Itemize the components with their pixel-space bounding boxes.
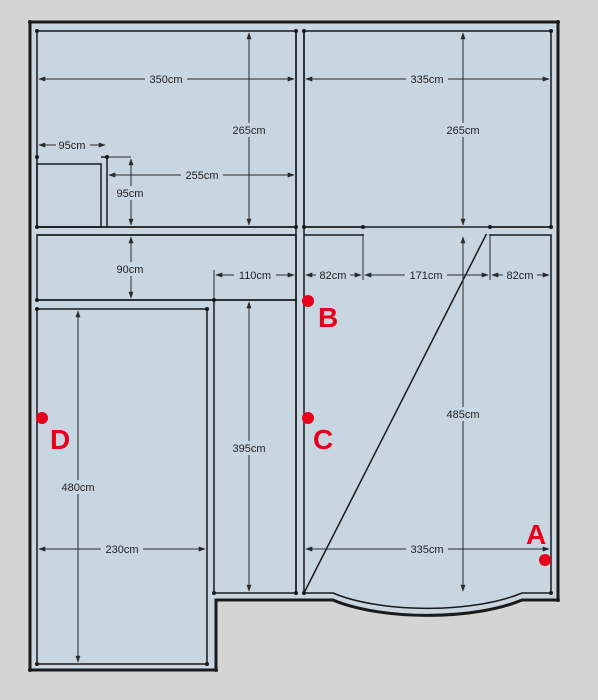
label-top-left-height: 265cm [232,125,265,137]
corner-dot [35,298,39,302]
corner-dot [549,225,553,229]
corner-dot [549,29,553,33]
location-markers: A B C D [36,295,551,566]
corner-dot [302,225,306,229]
label-closet-height: 95cm [117,188,144,200]
corner-dot [294,225,298,229]
corner-dot [28,668,32,672]
marker-c-dot [302,412,314,424]
wall-fills [38,31,551,593]
corner-dot [35,307,39,311]
corner-dot [556,598,560,602]
label-corridor-height: 395cm [232,443,265,455]
marker-d-dot [36,412,48,424]
label-closet-width: 95cm [59,140,86,152]
label-right-middle-segment: 171cm [409,270,442,282]
corner-dot [302,29,306,33]
room-bottom-left [36,308,208,665]
building-outline [28,20,560,672]
label-corridor-width: 110cm [239,270,271,282]
corner-dot [212,591,216,595]
label-top-right-height: 265cm [446,125,479,137]
wall-edges [37,31,551,593]
corner-dot [214,668,218,672]
marker-b-dot [302,295,314,307]
label-top-right-width: 335cm [410,74,443,86]
label-bottom-left-width: 230cm [105,544,138,556]
corner-dot [35,29,39,33]
label-right-height: 485cm [446,409,479,421]
corner-dot [294,591,298,595]
corner-dot [212,298,216,302]
extension-lines [107,156,491,300]
corner-dot [35,155,39,159]
label-bottom-right-width: 335cm [410,544,443,556]
corner-dot [488,225,492,229]
label-right-left-segment: 82cm [320,270,347,282]
corner-dot [205,307,209,311]
corner-dot [205,662,209,666]
dimension-labels: 350cm 265cm 335cm 265cm 95cm 95cm 255cm … [56,72,537,556]
corner-dot [28,20,32,24]
corner-dot [361,225,365,229]
corner-dot [556,20,560,24]
marker-a-label: A [526,519,546,550]
marker-b-label: B [318,302,338,333]
marker-c-label: C [313,424,333,455]
corner-dots [28,20,560,672]
label-right-right-segment: 82cm [507,270,534,282]
label-bottom-left-height: 480cm [61,482,94,494]
label-closet-gap: 255cm [185,170,218,182]
corner-dot [549,591,553,595]
corner-dot [294,29,298,33]
corner-dot [35,225,39,229]
horizontal-wall-fill [38,228,551,234]
corner-dot [105,155,109,159]
marker-d-label: D [50,424,70,455]
marker-a-dot [539,554,551,566]
vertical-wall-fill [297,31,303,593]
label-hall-height: 90cm [117,264,144,276]
corner-dot [302,591,306,595]
label-top-left-width: 350cm [149,74,182,86]
corner-dot [35,662,39,666]
